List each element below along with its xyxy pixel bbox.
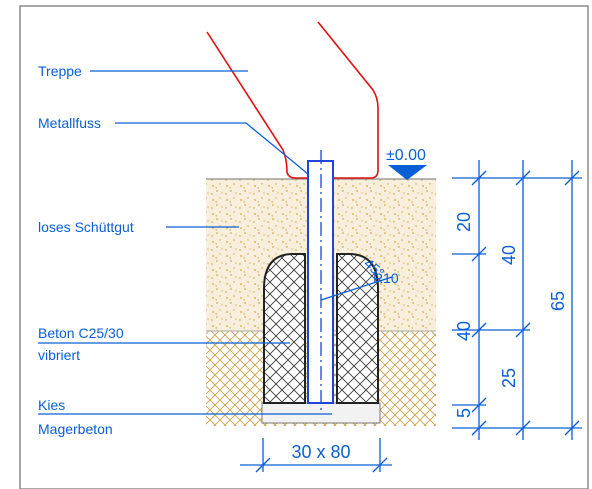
label-beton: Beton C25/30 — [38, 325, 124, 341]
radius-text: R10 — [373, 270, 399, 286]
stair-left-line — [206, 31, 308, 179]
label-loses-schuettgut: loses Schüttgut — [38, 219, 134, 235]
label-kies: Kies — [38, 397, 65, 413]
label-metallfuss: Metallfuss — [38, 115, 101, 131]
label-treppe: Treppe — [38, 63, 82, 79]
drawing-frame — [19, 5, 589, 489]
dim-65: 65 — [548, 291, 568, 311]
stair-right-line — [317, 21, 379, 179]
leader-metallfuss — [115, 122, 309, 175]
label-magerbeton: Magerbeton — [38, 421, 113, 437]
dim-40-upper: 40 — [499, 245, 519, 265]
level-mark-text: ±0.00 — [386, 147, 426, 164]
radius-leader — [320, 276, 393, 301]
dim-5: 5 — [454, 408, 474, 418]
concrete-footing-right — [336, 253, 379, 404]
dim-base: 30 x 80 — [291, 442, 350, 462]
dim-40-lower: 40 — [454, 321, 474, 341]
dimension-lines — [240, 160, 582, 473]
lean-concrete-base — [261, 402, 381, 424]
dim-20: 20 — [454, 212, 474, 232]
dim-25: 25 — [499, 368, 519, 388]
concrete-footing-left — [263, 253, 306, 404]
level-marker-icon — [388, 165, 427, 180]
label-vibriert: vibriert — [38, 347, 80, 363]
